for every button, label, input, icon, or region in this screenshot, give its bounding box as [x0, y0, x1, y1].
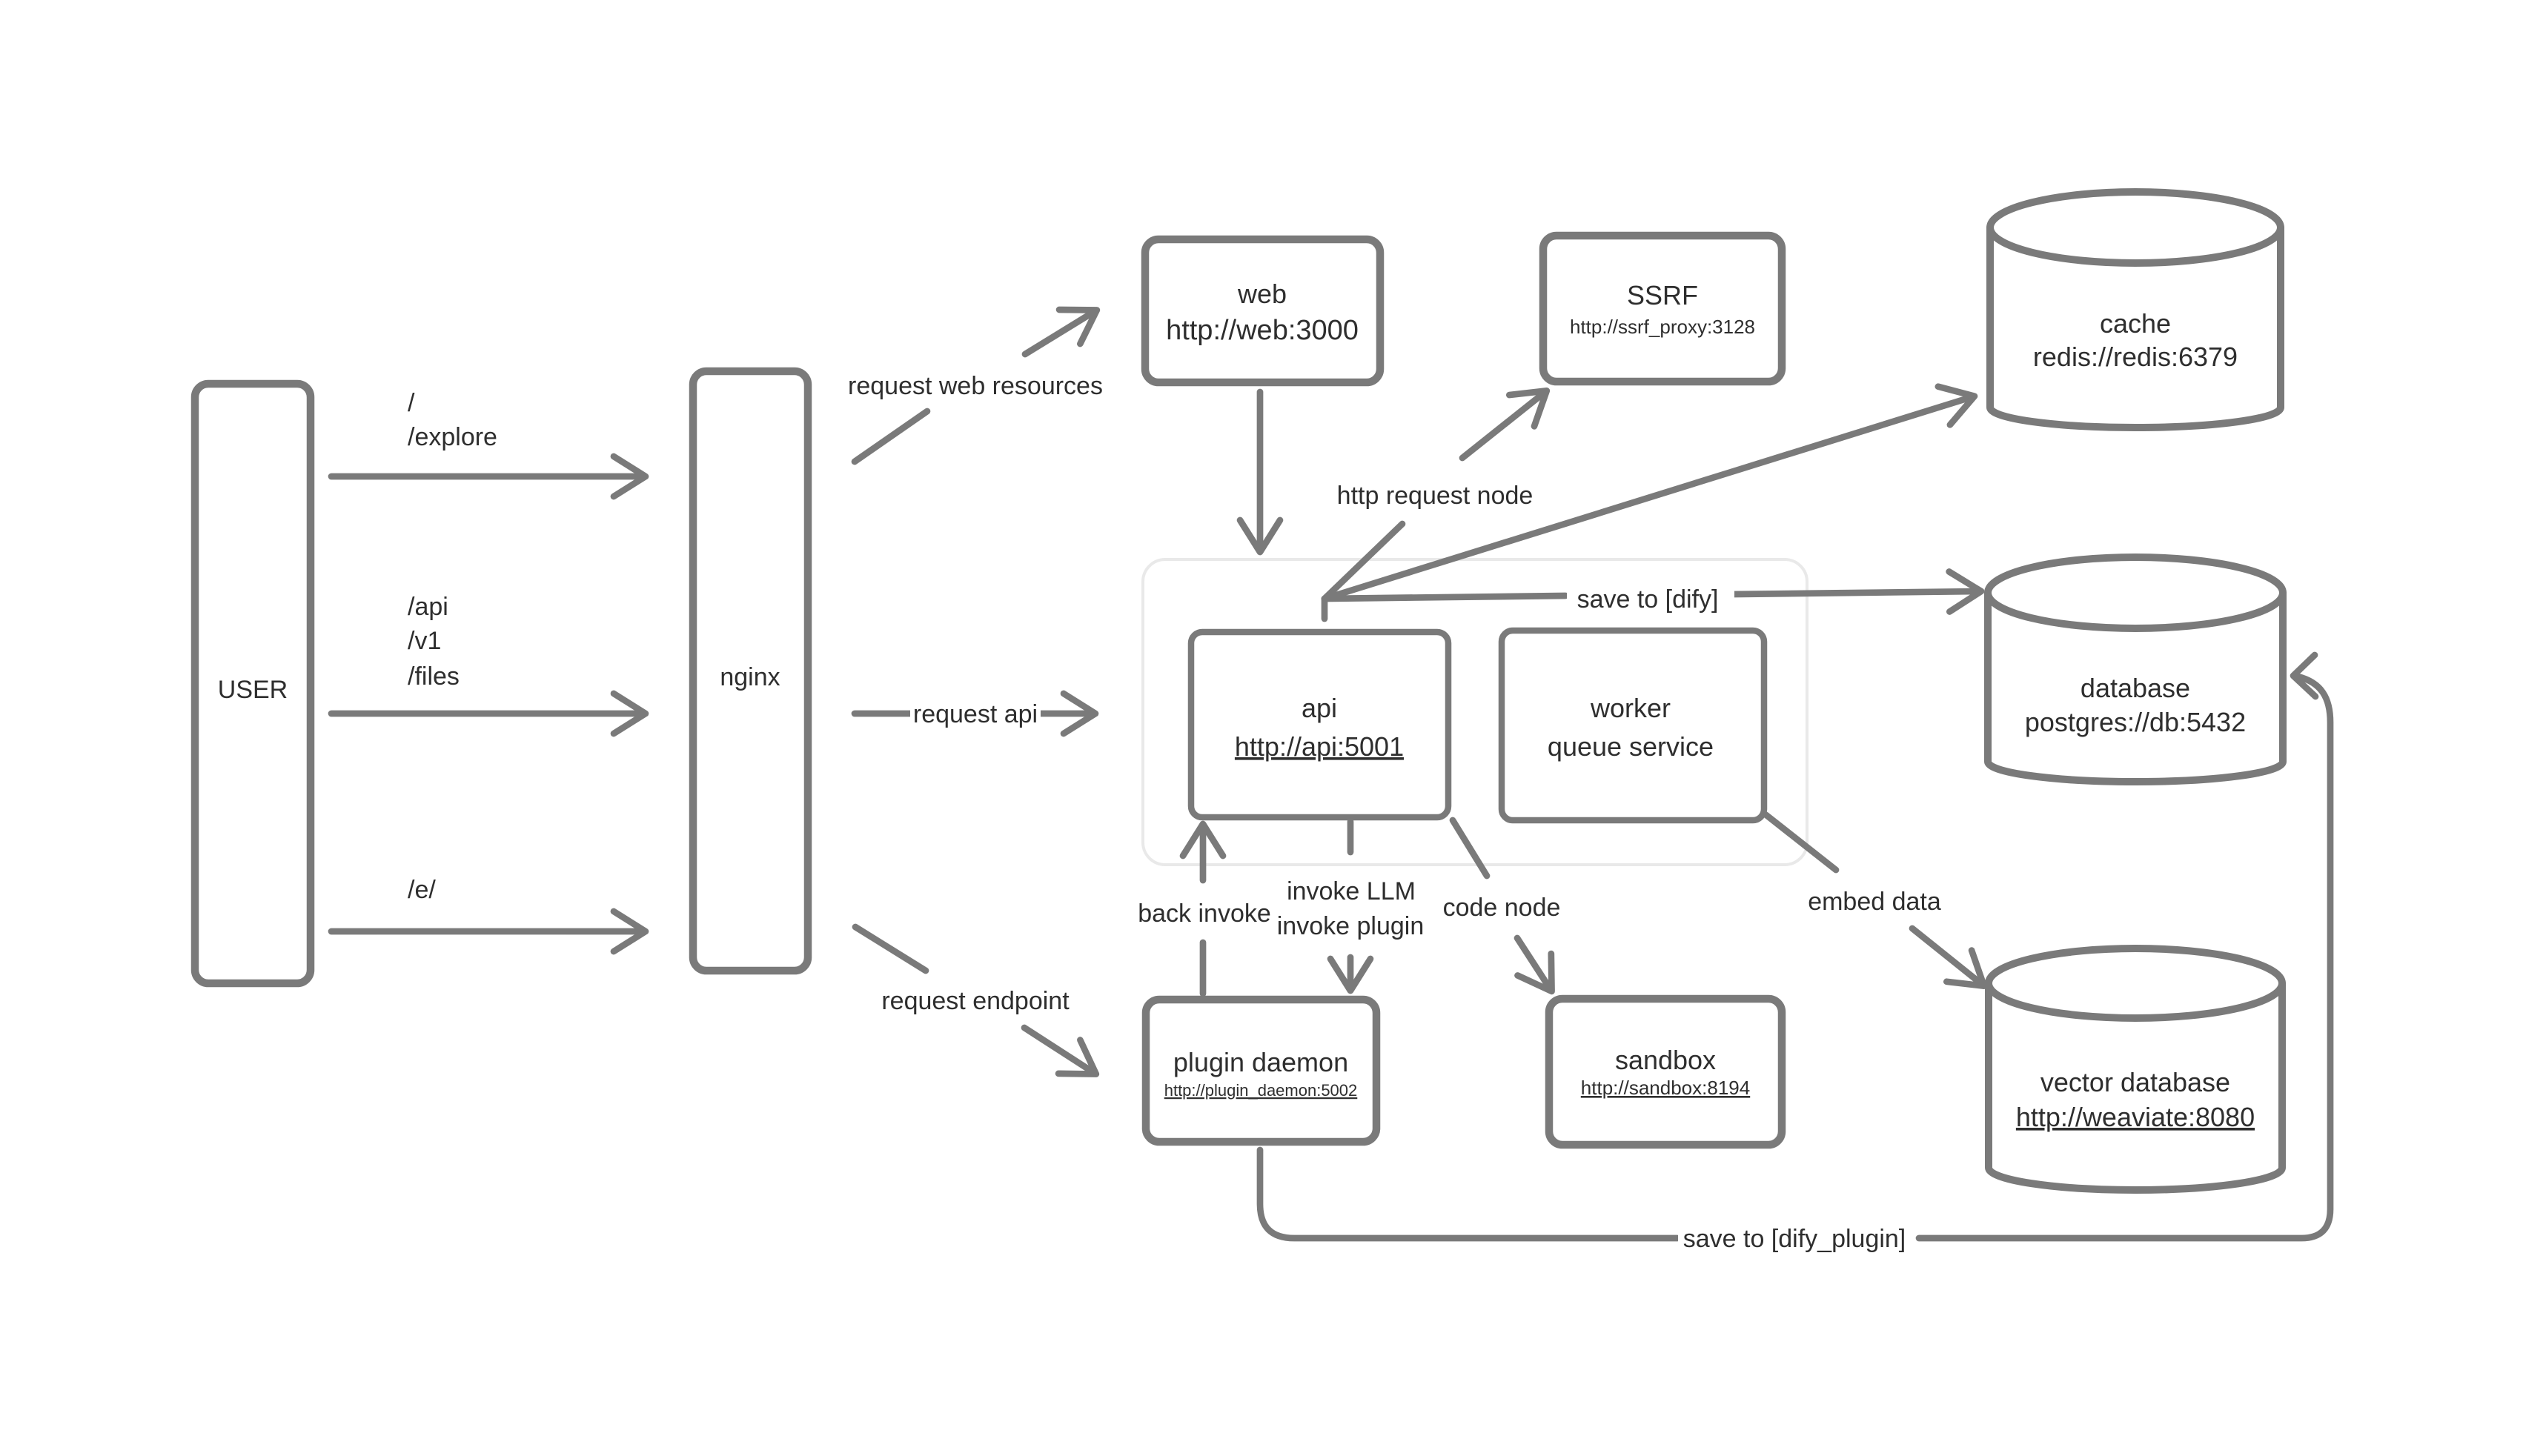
svg-text:save to [dify_plugin]: save to [dify_plugin]	[1683, 1225, 1906, 1253]
svg-text:plugin daemon: plugin daemon	[1173, 1047, 1348, 1077]
svg-text:/explore: /explore	[408, 423, 497, 451]
svg-text:/api: /api	[408, 593, 448, 621]
svg-text:worker: worker	[1590, 693, 1671, 723]
svg-text:/files: /files	[408, 662, 460, 691]
svg-text:request endpoint: request endpoint	[881, 987, 1070, 1015]
svg-text:http request node: http request node	[1337, 482, 1534, 510]
svg-text:cache: cache	[2100, 308, 2171, 339]
svg-text:http://weaviate:8080: http://weaviate:8080	[2016, 1102, 2255, 1132]
svg-text:back invoke: back invoke	[1138, 900, 1271, 928]
svg-text:http://web:3000: http://web:3000	[1166, 315, 1359, 346]
svg-text:web: web	[1237, 279, 1287, 309]
svg-text:http://api:5001: http://api:5001	[1235, 731, 1404, 762]
svg-text:request api: request api	[913, 700, 1038, 728]
svg-text:invoke plugin: invoke plugin	[1277, 912, 1424, 940]
svg-text:SSRF: SSRF	[1627, 280, 1698, 310]
svg-text:request web resources: request web resources	[848, 372, 1103, 400]
svg-text:http://plugin_daemon:5002: http://plugin_daemon:5002	[1164, 1081, 1358, 1100]
svg-text:nginx: nginx	[720, 663, 780, 691]
svg-text:api: api	[1302, 693, 1337, 723]
svg-text:queue service: queue service	[1548, 731, 1714, 762]
svg-text:invoke LLM: invoke LLM	[1287, 877, 1416, 905]
svg-text:/v1: /v1	[408, 627, 441, 655]
svg-text:vector database: vector database	[2040, 1067, 2230, 1097]
svg-text:embed data: embed data	[1808, 888, 1941, 916]
svg-text:redis://redis:6379: redis://redis:6379	[2033, 342, 2238, 372]
svg-text:/e/: /e/	[408, 876, 436, 904]
svg-text:USER: USER	[218, 676, 288, 704]
svg-text:database: database	[2081, 673, 2190, 703]
svg-text:code node: code node	[1443, 894, 1561, 922]
svg-text:postgres://db:5432: postgres://db:5432	[2025, 707, 2246, 737]
svg-text:http://sandbox:8194: http://sandbox:8194	[1581, 1077, 1750, 1099]
svg-text:http://ssrf_proxy:3128: http://ssrf_proxy:3128	[1570, 316, 1755, 338]
svg-text:/: /	[408, 389, 415, 417]
svg-text:save to [dify]: save to [dify]	[1577, 585, 1719, 614]
svg-text:sandbox: sandbox	[1615, 1045, 1716, 1075]
